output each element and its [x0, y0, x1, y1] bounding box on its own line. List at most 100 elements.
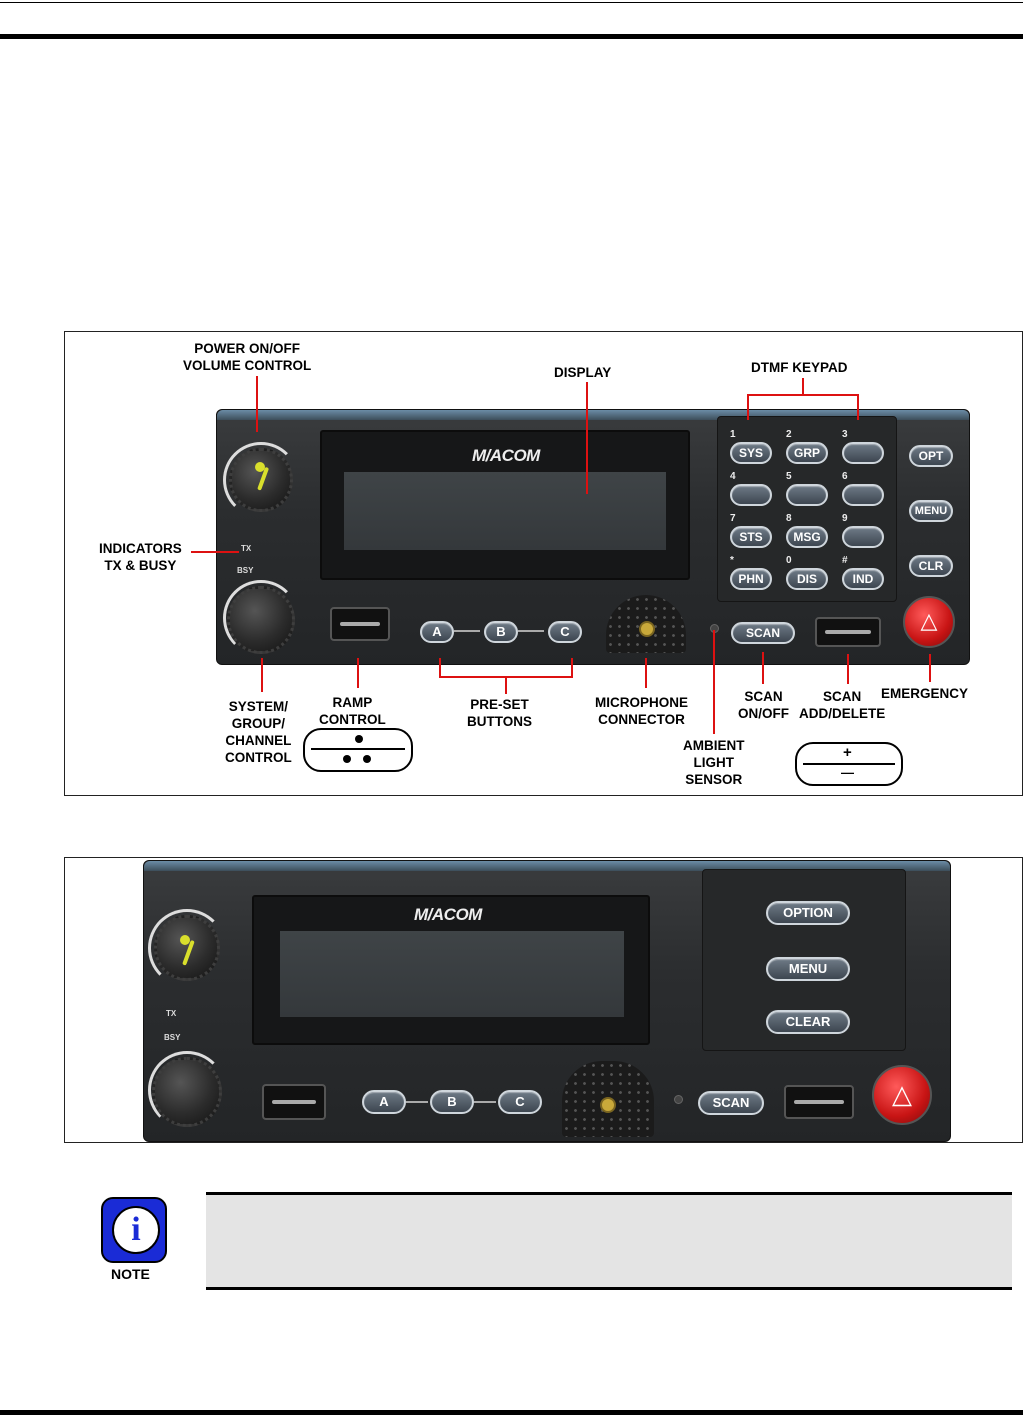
- display-bezel: M/ACOM: [320, 430, 690, 580]
- key-7-sts[interactable]: STS: [730, 526, 772, 548]
- warning-triangle-icon: △: [920, 608, 938, 633]
- key-0-dis[interactable]: DIS: [786, 568, 828, 590]
- volume-pointer-tip-icon: [255, 462, 265, 472]
- key-1-sys[interactable]: SYS: [730, 442, 772, 464]
- leader-ramp: [357, 658, 359, 688]
- preset-a-button[interactable]: A: [362, 1090, 406, 1114]
- label-system-group-channel: SYSTEM/ GROUP/ CHANNEL CONTROL: [225, 699, 292, 765]
- key-4-number: 4: [730, 471, 736, 482]
- mic-jack-icon: [600, 1097, 616, 1113]
- key-8-number: 8: [786, 513, 792, 524]
- key-6[interactable]: [842, 484, 884, 506]
- leader-preset-stem: [505, 676, 507, 694]
- info-icon: i: [112, 1206, 160, 1254]
- preset-b-button[interactable]: B: [430, 1090, 474, 1114]
- label-indicators: INDICATORS TX & BUSY: [99, 541, 182, 573]
- power-volume-knob[interactable]: [154, 915, 220, 981]
- volume-arc-icon: [223, 442, 299, 518]
- preset-connector-bc: [518, 630, 544, 632]
- scan-button[interactable]: SCAN: [731, 622, 795, 644]
- opt-button[interactable]: OPT: [909, 445, 953, 467]
- scan-add-delete-rocker[interactable]: [815, 617, 881, 647]
- dtmf-keypad-panel: 1 SYS 2 GRP 3 4 5 6 7 STS 8 MSG 9 * PHN …: [717, 416, 897, 602]
- microphone-connector[interactable]: [562, 1061, 654, 1137]
- key-hash-ind[interactable]: IND: [842, 568, 884, 590]
- key-9[interactable]: [842, 526, 884, 548]
- clr-button[interactable]: CLR: [909, 555, 953, 577]
- key-7-number: 7: [730, 513, 736, 524]
- busy-indicator: BSY: [164, 1033, 181, 1042]
- leader-dtmf-bracket: [747, 394, 859, 396]
- ramp-control-rocker[interactable]: [330, 607, 390, 641]
- header-rule-thin: [0, 2, 1023, 3]
- key-8-msg[interactable]: MSG: [786, 526, 828, 548]
- emergency-button[interactable]: △: [872, 1065, 932, 1125]
- preset-b-button[interactable]: B: [484, 621, 518, 643]
- ramp-divider-icon: [311, 748, 405, 750]
- leader-scan-add-delete: [847, 654, 849, 684]
- key-2-number: 2: [786, 429, 792, 440]
- label-emergency: EMERGENCY: [881, 686, 969, 701]
- key-star-phn[interactable]: PHN: [730, 568, 772, 590]
- tx-indicator: TX: [241, 544, 252, 553]
- volume-arc-icon: [148, 909, 226, 987]
- preset-c-button[interactable]: C: [498, 1090, 542, 1114]
- leader-dtmf-stem: [802, 378, 804, 394]
- leader-preset-right: [571, 658, 573, 678]
- key-6-number: 6: [842, 471, 848, 482]
- warning-triangle-icon: △: [892, 1079, 912, 1109]
- key-2-grp[interactable]: GRP: [786, 442, 828, 464]
- scan-button[interactable]: SCAN: [698, 1091, 764, 1115]
- preset-connector-ab: [454, 630, 480, 632]
- label-preset-buttons: PRE-SET BUTTONS: [467, 697, 533, 729]
- label-display: DISPLAY: [554, 365, 612, 380]
- preset-a-button[interactable]: A: [420, 621, 454, 643]
- label-ramp-control: RAMP CONTROL: [319, 695, 386, 727]
- key-star-number: *: [730, 555, 734, 566]
- minus-sign: —: [841, 765, 854, 780]
- scan-divider-icon: [803, 763, 895, 765]
- leader-microphone: [645, 658, 647, 688]
- figure-1-dtmf-control-head: TX BSY M/ACOM A B C 1 SYS 2 GRP 3: [64, 331, 1023, 796]
- key-9-number: 9: [842, 513, 848, 524]
- ramp-control-rocker[interactable]: [262, 1084, 326, 1120]
- key-4[interactable]: [730, 484, 772, 506]
- leader-dtmf-right: [857, 394, 859, 420]
- preset-connector-ab: [406, 1101, 428, 1103]
- key-5[interactable]: [786, 484, 828, 506]
- scan-add-delete-rocker[interactable]: [784, 1085, 854, 1119]
- scan-add-delete-diagram: + —: [795, 742, 903, 786]
- key-1-number: 1: [730, 429, 736, 440]
- label-scan-add-delete: SCAN ADD/DELETE: [799, 689, 886, 721]
- busy-indicator: BSY: [237, 566, 254, 575]
- key-3[interactable]: [842, 442, 884, 464]
- brand-logo: M/ACOM: [472, 446, 540, 465]
- note-icon-label: NOTE: [111, 1266, 150, 1282]
- leader-emergency: [929, 654, 931, 682]
- ramp-top-dot-icon: [355, 735, 363, 743]
- microphone-connector[interactable]: [606, 595, 686, 653]
- control-head-dtmf: TX BSY M/ACOM A B C 1 SYS 2 GRP 3: [216, 409, 970, 665]
- ramp-control-diagram: [303, 728, 413, 772]
- leader-indicators: [191, 551, 239, 553]
- emergency-button[interactable]: △: [903, 596, 955, 648]
- control-head-top-edge: [144, 861, 950, 871]
- leader-dtmf-left: [747, 394, 749, 420]
- option-button[interactable]: OPTION: [766, 901, 850, 925]
- system-group-channel-knob[interactable]: [152, 1057, 222, 1127]
- key-5-number: 5: [786, 471, 792, 482]
- ambient-light-sensor: [674, 1095, 683, 1104]
- menu-button[interactable]: MENU: [909, 500, 953, 522]
- header-rule-thick: [0, 34, 1023, 39]
- brand-logo: M/ACOM: [414, 905, 482, 924]
- menu-button[interactable]: MENU: [766, 957, 850, 981]
- mic-jack-icon: [639, 621, 655, 637]
- preset-c-button[interactable]: C: [548, 621, 582, 643]
- leader-system: [261, 658, 263, 692]
- display-screen: [344, 472, 666, 550]
- label-ambient-light-sensor: AMBIENT LIGHT SENSOR: [683, 738, 745, 787]
- figure-2-standard-control-head: TX BSY M/ACOM OPTION MENU CLEAR A B C SC…: [64, 857, 1023, 1143]
- clear-button[interactable]: CLEAR: [766, 1010, 850, 1034]
- system-group-channel-knob[interactable]: [227, 586, 295, 654]
- leader-preset-left: [439, 658, 441, 678]
